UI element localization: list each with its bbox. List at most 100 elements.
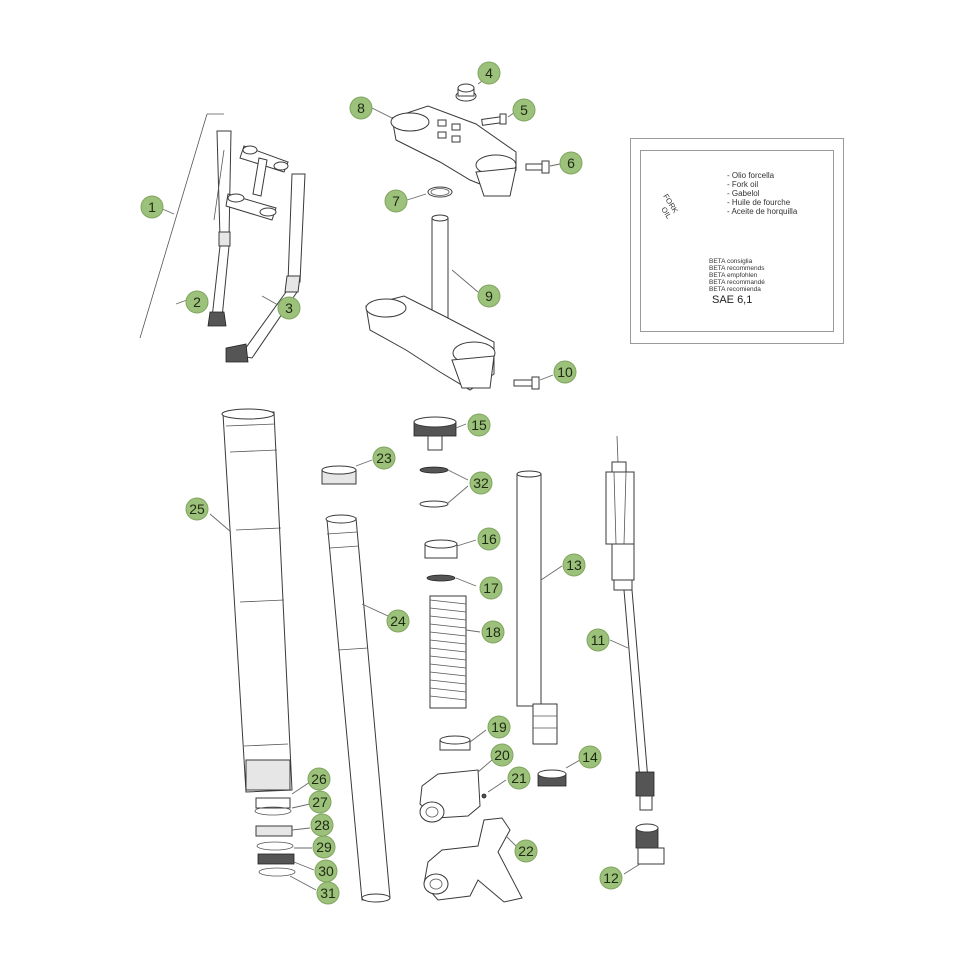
callout-9: 9 xyxy=(477,284,501,308)
callout-label: 10 xyxy=(557,364,573,380)
callout-14: 14 xyxy=(578,745,602,769)
recommend-line: BETA recomienda xyxy=(709,286,761,293)
cartridge-11 xyxy=(605,435,655,811)
lower-triple-clamp-stem xyxy=(365,214,496,391)
callout-25: 25 xyxy=(185,497,209,521)
nut-14 xyxy=(537,759,581,787)
callout-label: 11 xyxy=(591,632,606,648)
spring-guide-16 xyxy=(424,539,477,559)
fork-cap-15 xyxy=(413,416,467,451)
callout-11: 11 xyxy=(586,628,610,652)
recommend-line: BETA empfohlen xyxy=(709,272,758,279)
callout-label: 2 xyxy=(193,294,201,310)
callout-15: 15 xyxy=(467,413,491,437)
axle-clamp-20 xyxy=(419,759,493,823)
callout-label: 19 xyxy=(491,719,507,735)
callout-22: 22 xyxy=(514,839,538,863)
callout-4: 4 xyxy=(477,61,501,85)
callout-label: 4 xyxy=(485,65,493,81)
callout-16: 16 xyxy=(477,527,501,551)
callout-label: 8 xyxy=(357,100,365,116)
bolt-cap xyxy=(455,75,490,102)
callout-3: 3 xyxy=(277,296,301,320)
callout-8: 8 xyxy=(349,96,373,120)
fork-assembly-overview xyxy=(139,113,306,363)
callout-27: 27 xyxy=(308,790,332,814)
axle-clamp-22 xyxy=(423,817,523,903)
callout-30: 30 xyxy=(314,859,338,883)
oil-name: - Huile de fourche xyxy=(727,198,791,207)
callout-5: 5 xyxy=(512,98,536,122)
oil-names-list: - Olio forcella - Fork oil - Gabelol - H… xyxy=(727,171,797,216)
spacer-washers-32 xyxy=(419,466,469,508)
recommend-list: BETA consiglia BETA recommends BETA empf… xyxy=(709,258,765,293)
callout-label: 29 xyxy=(316,839,332,855)
oil-name: - Olio forcella xyxy=(727,171,775,180)
pinch-bolt-side xyxy=(525,160,561,174)
pinch-bolt-lower xyxy=(513,374,554,390)
valve-12 xyxy=(623,823,665,875)
callout-label: 15 xyxy=(471,417,487,433)
seal-stack xyxy=(254,781,317,891)
oil-name: - Aceite de horquilla xyxy=(727,207,798,216)
callout-24: 24 xyxy=(386,609,410,633)
callout-label: 7 xyxy=(392,193,400,209)
callout-28: 28 xyxy=(310,813,334,837)
recommend-line: BETA recommandé xyxy=(709,279,765,286)
callout-label: 25 xyxy=(189,501,205,517)
callout-12: 12 xyxy=(599,866,623,890)
callout-19: 19 xyxy=(487,715,511,739)
callout-label: 30 xyxy=(318,863,334,879)
callout-label: 18 xyxy=(485,624,501,640)
recommend-line: BETA recommends xyxy=(709,265,765,272)
o-ring xyxy=(406,186,453,201)
oil-name: - Fork oil xyxy=(727,180,759,189)
callout-label: 24 xyxy=(390,613,406,629)
oil-name: - Gabelol xyxy=(727,189,760,198)
callout-21: 21 xyxy=(507,766,531,790)
callout-label: 5 xyxy=(520,102,528,118)
recommend-line: BETA consiglia xyxy=(709,258,753,265)
callout-label: 17 xyxy=(483,580,499,596)
upper-triple-clamp xyxy=(371,105,517,197)
callout-18: 18 xyxy=(481,620,505,644)
callout-6: 6 xyxy=(559,151,583,175)
callout-13: 13 xyxy=(562,553,586,577)
callout-label: 26 xyxy=(311,771,327,787)
callout-26: 26 xyxy=(307,767,331,791)
fork-oil-spec-frame: FORK OIL - Olio forcella - Fork oil - Ga… xyxy=(640,150,834,332)
pinch-bolt-upper xyxy=(481,111,516,126)
callout-17: 17 xyxy=(479,576,503,600)
callout-20: 20 xyxy=(490,743,514,767)
outer-tube xyxy=(209,408,293,793)
callout-label: 21 xyxy=(511,770,527,786)
fork-oil-spec-box: FORK OIL - Olio forcella - Fork oil - Ga… xyxy=(630,138,844,344)
callout-label: 14 xyxy=(582,749,598,765)
oil-grade: SAE 6,1 xyxy=(712,294,753,306)
callout-label: 22 xyxy=(518,843,534,859)
callout-label: 31 xyxy=(320,885,336,901)
callout-2: 2 xyxy=(185,290,209,314)
callout-31: 31 xyxy=(316,881,340,905)
callout-label: 23 xyxy=(376,450,392,466)
callout-label: 27 xyxy=(312,794,328,810)
callout-label: 1 xyxy=(148,199,156,215)
callout-label: 20 xyxy=(494,747,510,763)
callout-label: 13 xyxy=(566,557,582,573)
spacer-19 xyxy=(439,729,487,751)
damper-tube-13 xyxy=(516,470,563,745)
callout-10: 10 xyxy=(553,360,577,384)
oil-can-label: FORK OIL xyxy=(659,192,680,220)
callout-1: 1 xyxy=(140,195,164,219)
callout-29: 29 xyxy=(312,835,336,859)
screw-21 xyxy=(481,779,507,799)
callout-label: 32 xyxy=(473,475,489,491)
callout-label: 16 xyxy=(481,531,497,547)
callout-32: 32 xyxy=(469,471,493,495)
callout-23: 23 xyxy=(372,446,396,470)
callout-label: 28 xyxy=(314,817,330,833)
callout-7: 7 xyxy=(384,189,408,213)
spring-18 xyxy=(429,595,481,709)
